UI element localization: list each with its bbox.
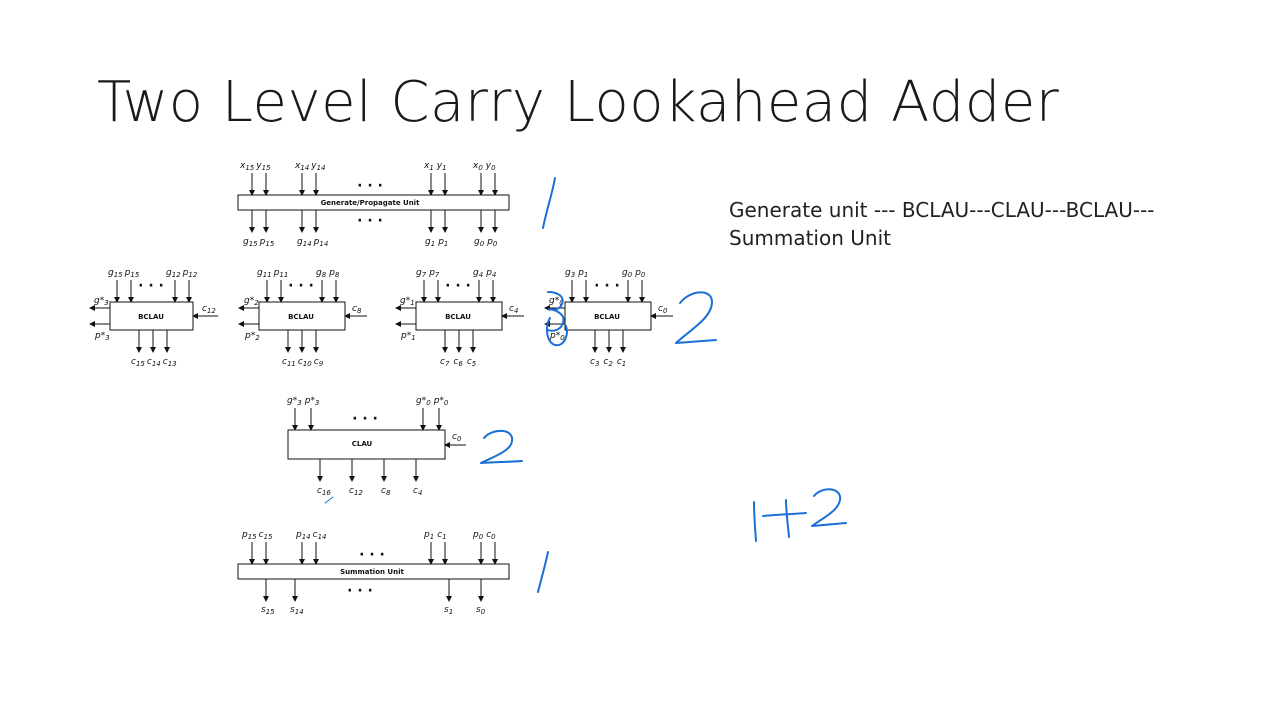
svg-text:· · ·: · · · — [352, 411, 378, 427]
svg-text:c8: c8 — [381, 486, 391, 497]
svg-text:· · ·: · · · — [138, 278, 164, 294]
svg-text:c4: c4 — [413, 486, 422, 497]
svg-text:p*0: p*0 — [549, 331, 565, 342]
sum-unit-label: Summation Unit — [340, 568, 404, 576]
svg-text:p*2: p*2 — [244, 331, 260, 342]
svg-text:p*1: p*1 — [400, 331, 416, 342]
slide-title: Two Level Carry Lookahead Adder — [97, 70, 1060, 135]
svg-text:s14: s14 — [290, 605, 304, 616]
handwritten-annotations — [324, 177, 847, 593]
ink-cursor-mark — [324, 496, 334, 504]
svg-text:· · ·: · · · — [359, 547, 385, 563]
ink-three-bclau — [547, 291, 565, 332]
svg-text:g*1: g*1 — [400, 296, 415, 307]
svg-text:s15: s15 — [261, 605, 275, 616]
gp-top-ellipsis: · · · — [357, 178, 383, 194]
bclau-3-label: BCLAU — [138, 313, 164, 321]
svg-text:· · ·: · · · — [594, 278, 620, 294]
svg-text:c16: c16 — [317, 486, 331, 497]
svg-text:g*2: g*2 — [244, 296, 259, 307]
bclau-0-label: BCLAU — [594, 313, 620, 321]
svg-text:g*0p*0: g*0p*0 — [416, 396, 449, 407]
ink-one-gp — [542, 177, 556, 229]
gp-bottom-ellipsis: · · · — [357, 213, 383, 229]
svg-text:g*3: g*3 — [94, 296, 109, 307]
svg-text:c0: c0 — [452, 432, 462, 443]
svg-text:s0: s0 — [476, 605, 486, 616]
svg-text:c0: c0 — [658, 304, 668, 315]
svg-text:c4: c4 — [509, 304, 518, 315]
pipeline-note: Generate unit --- BCLAU---CLAU---BCLAU--… — [729, 198, 1155, 250]
svg-text:c8: c8 — [352, 304, 362, 315]
svg-text:· · ·: · · · — [347, 583, 373, 599]
svg-text:· · ·: · · · — [445, 278, 471, 294]
ink-plus-v — [785, 499, 790, 538]
ink-one-plus — [753, 501, 757, 542]
ink-circle-p0 — [546, 317, 568, 347]
svg-text:p*3: p*3 — [94, 331, 110, 342]
svg-text:g*3p*3: g*3p*3 — [287, 396, 319, 407]
svg-text:· · ·: · · · — [288, 278, 314, 294]
ink-two-sum — [811, 488, 847, 527]
bclau-1-label: BCLAU — [445, 313, 471, 321]
svg-text:c12: c12 — [349, 486, 363, 497]
ink-two-bclau — [675, 291, 717, 344]
gp-unit-box — [237, 194, 510, 211]
svg-text:s1: s1 — [444, 605, 453, 616]
bclau-2-label: BCLAU — [288, 313, 314, 321]
ink-two-clau — [480, 429, 523, 464]
clau-label: CLAU — [352, 440, 373, 448]
gp-unit-label: Generate/Propagate Unit — [321, 199, 421, 207]
svg-text:c12: c12 — [202, 304, 216, 315]
ink-one-sum — [537, 551, 549, 593]
ink-plus-h — [762, 512, 807, 517]
